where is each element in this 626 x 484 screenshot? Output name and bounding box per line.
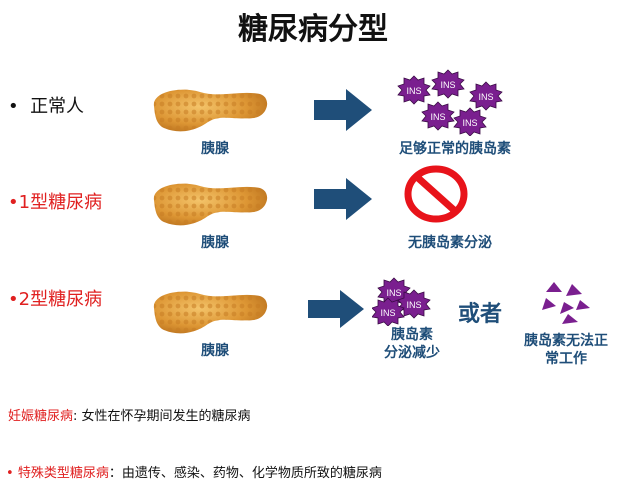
insulin-star-icon: INS bbox=[397, 289, 431, 319]
pancreas-caption: 胰腺 bbox=[201, 235, 229, 251]
page-title: 糖尿病分型 bbox=[238, 12, 388, 47]
note-sep: : bbox=[73, 409, 82, 424]
pancreas-caption: 胰腺 bbox=[201, 343, 229, 359]
result-caption: 无胰岛素分泌 bbox=[408, 235, 492, 251]
svg-text:INS: INS bbox=[406, 300, 421, 310]
result-caption: 足够正常的胰岛素 bbox=[399, 141, 511, 157]
row-label-text: 1型糖尿病 bbox=[18, 192, 103, 213]
triangles-icon bbox=[538, 280, 596, 330]
row-type1-label: •1型糖尿病 bbox=[8, 188, 102, 214]
result-caption: 胰岛素 分泌减少 bbox=[362, 326, 462, 362]
alt-caption-line: 胰岛素无法正 bbox=[524, 333, 608, 349]
pancreas-icon bbox=[150, 286, 270, 338]
note-term: 妊娠糖尿病 bbox=[8, 409, 74, 424]
pancreas-caption: 胰腺 bbox=[201, 141, 229, 157]
svg-text:INS: INS bbox=[430, 112, 445, 122]
pancreas-icon bbox=[150, 178, 270, 230]
alt-caption-line: 常工作 bbox=[545, 351, 587, 367]
insulin-cluster: INS INS INS bbox=[372, 276, 434, 326]
row-type2-label: •2型糖尿病 bbox=[8, 285, 102, 311]
right-arrow-icon bbox=[314, 89, 372, 131]
note-desc: 由遗传、感染、药物、化学物质所致的糖尿病 bbox=[121, 466, 382, 481]
insulin-star-icon: INS bbox=[397, 75, 431, 105]
result-caption-line: 胰岛素 bbox=[391, 327, 433, 343]
no-sign-icon bbox=[404, 164, 468, 228]
note-desc: 女性在怀孕期间发生的糖尿病 bbox=[81, 409, 251, 424]
bullet: • bbox=[8, 96, 31, 117]
row-label-text: 正常人 bbox=[30, 96, 85, 117]
bullet: • bbox=[6, 466, 18, 481]
or-text: 或者 bbox=[458, 302, 503, 327]
svg-text:INS: INS bbox=[462, 118, 477, 128]
note-term: 特殊类型糖尿病 bbox=[17, 466, 109, 481]
pancreas-icon bbox=[150, 84, 270, 136]
insulin-star-icon: INS bbox=[453, 107, 487, 136]
right-arrow-icon bbox=[314, 178, 372, 220]
svg-text:INS: INS bbox=[440, 80, 455, 90]
result-caption-line: 分泌减少 bbox=[384, 345, 440, 361]
bullet: • bbox=[8, 289, 19, 310]
note-special: • 特殊类型糖尿病：由遗传、感染、药物、化学物质所致的糖尿病 bbox=[6, 462, 382, 481]
insulin-cluster: INS INS INS INS INS bbox=[396, 68, 508, 136]
row-normal-label: • 正常人 bbox=[8, 92, 84, 118]
svg-text:INS: INS bbox=[478, 92, 493, 102]
note-gestational: 妊娠糖尿病: 女性在怀孕期间发生的糖尿病 bbox=[8, 405, 251, 424]
bullet: • bbox=[8, 192, 19, 213]
right-arrow-icon bbox=[308, 290, 364, 328]
note-sep: ： bbox=[108, 466, 122, 481]
insulin-star-icon: INS bbox=[431, 69, 465, 99]
insulin-star-icon: INS bbox=[469, 81, 503, 111]
svg-text:INS: INS bbox=[386, 288, 401, 298]
insulin-star-icon: INS bbox=[372, 297, 405, 326]
svg-text:INS: INS bbox=[406, 86, 421, 96]
alt-caption: 胰岛素无法正 常工作 bbox=[508, 332, 624, 368]
insulin-star-icon: INS bbox=[421, 101, 455, 131]
svg-text:INS: INS bbox=[380, 308, 395, 318]
row-label-text: 2型糖尿病 bbox=[18, 289, 103, 310]
